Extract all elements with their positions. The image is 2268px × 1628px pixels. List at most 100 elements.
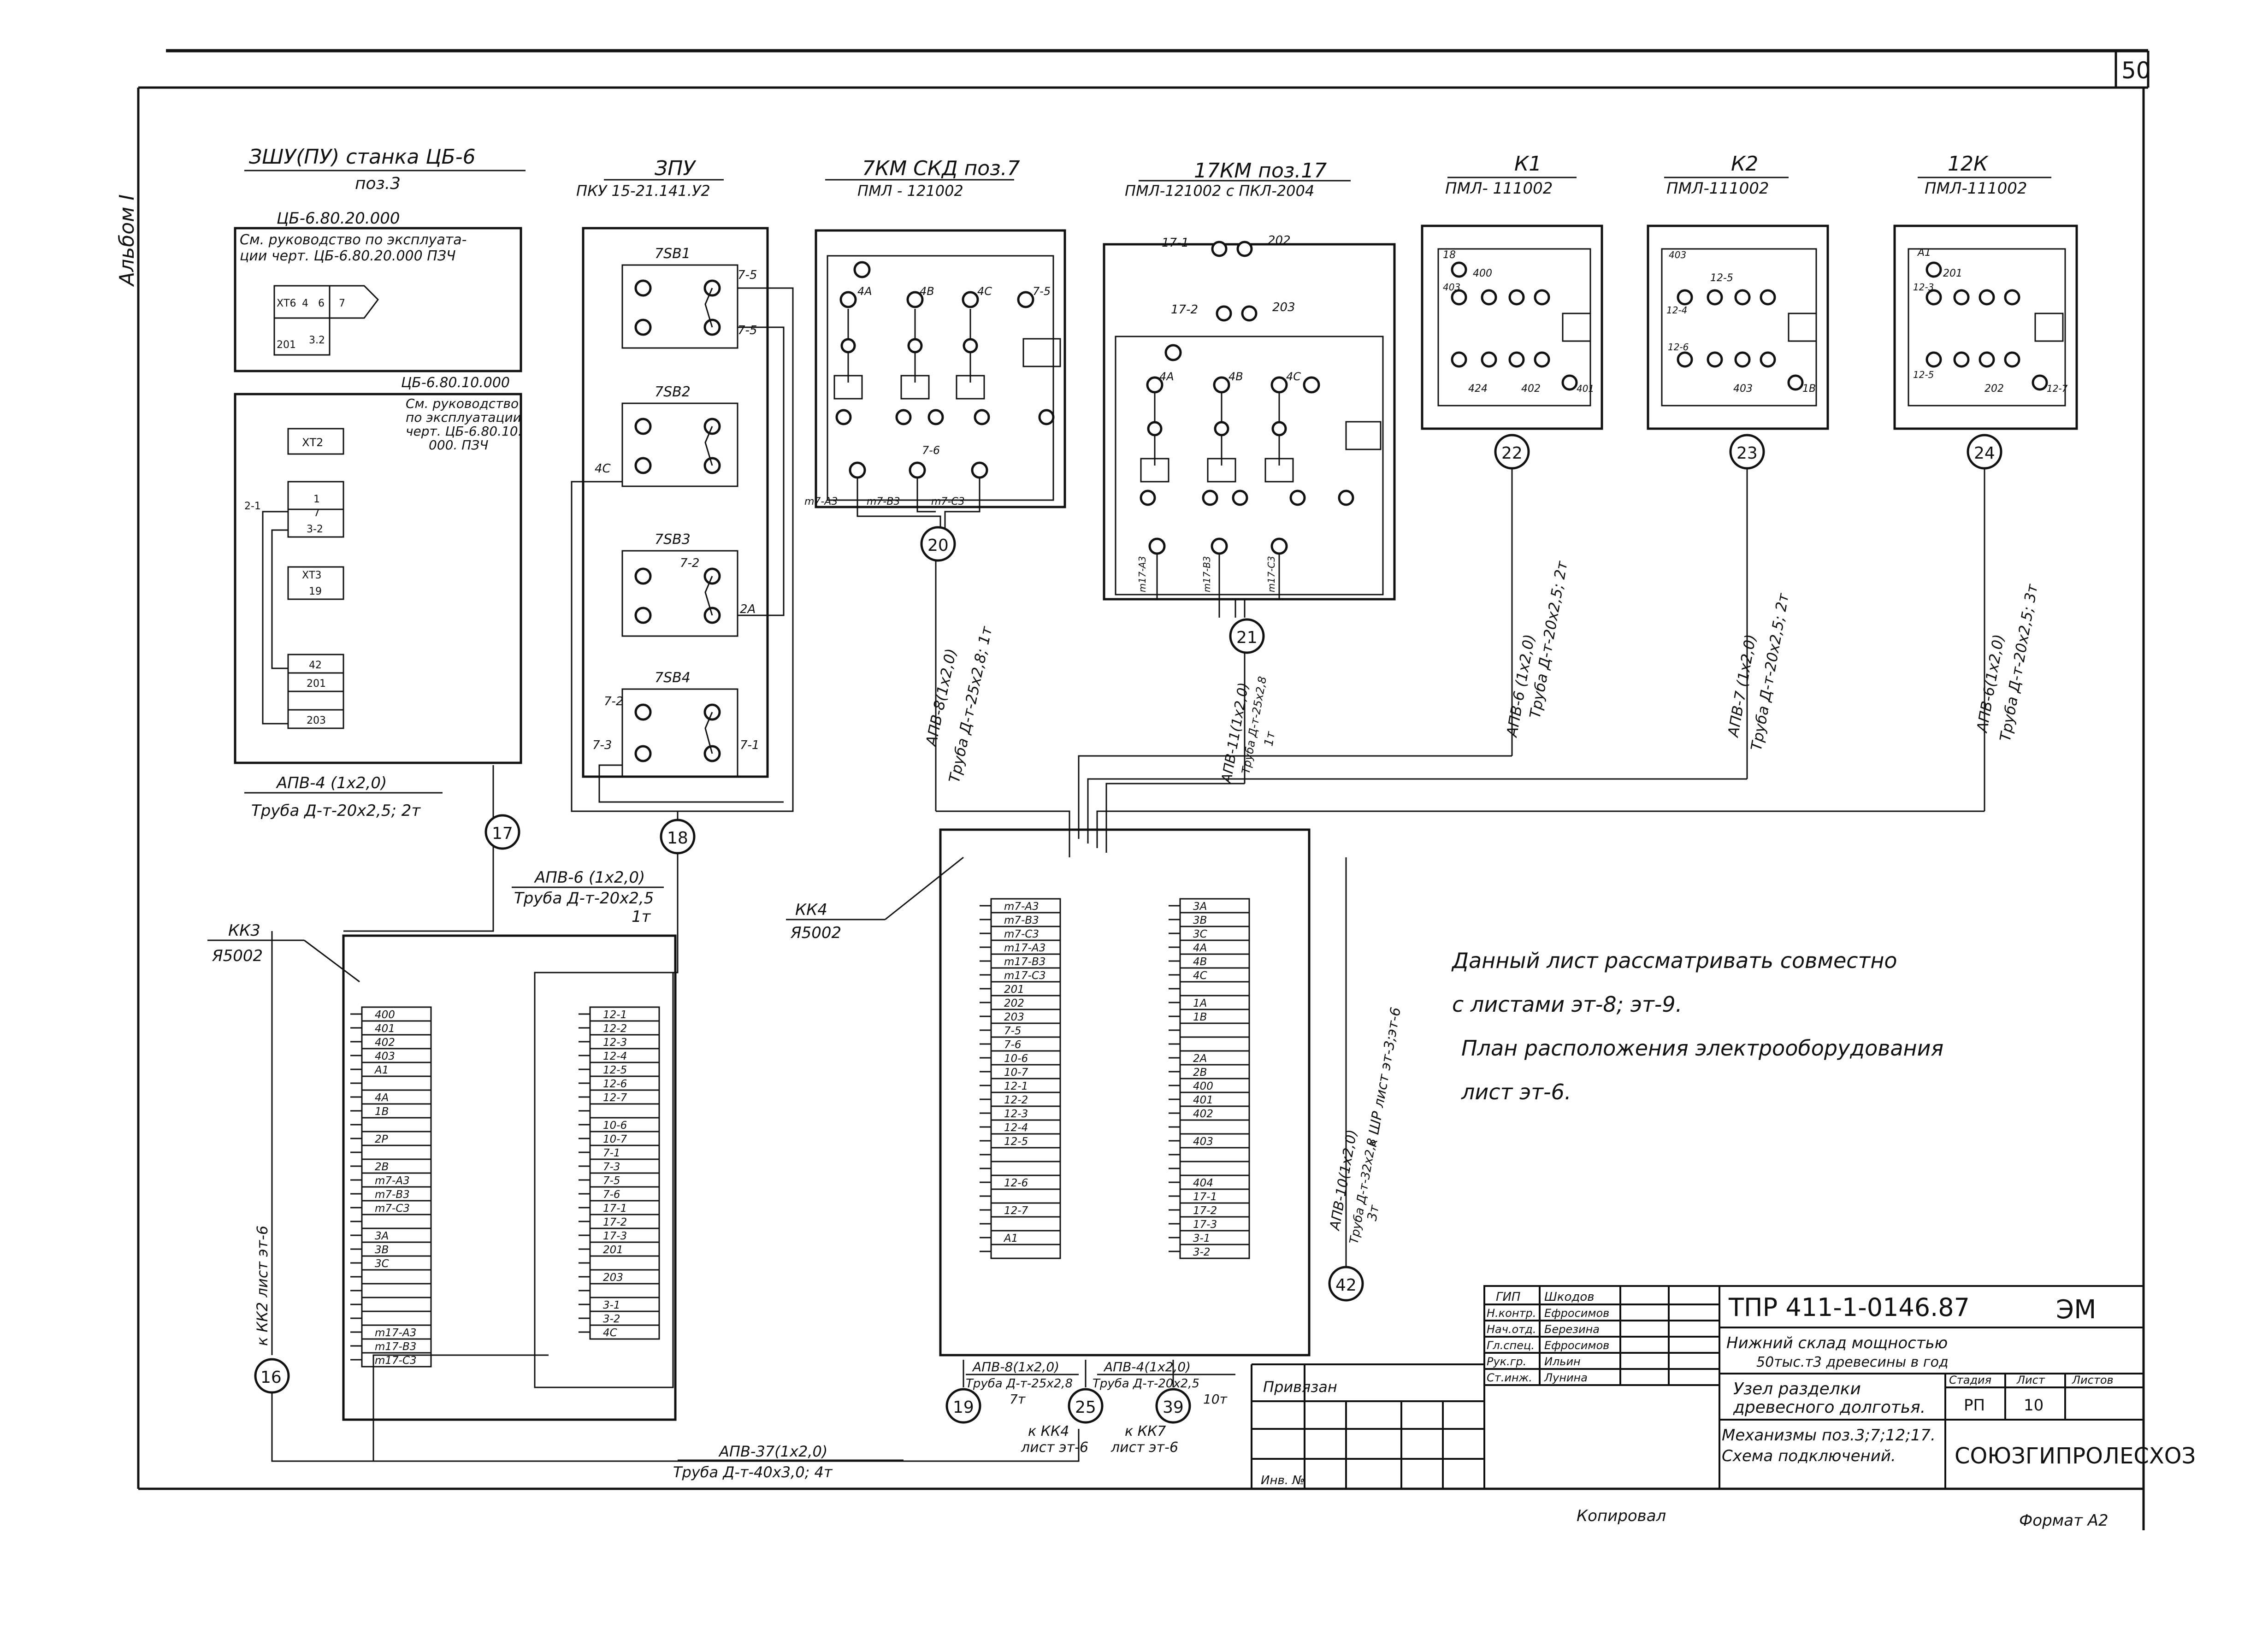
kk4-right-label-8: 1В	[1193, 1011, 1207, 1023]
kk3-label: КК3	[228, 921, 260, 940]
zshu-term-b-0: ХТ2	[302, 436, 323, 449]
kk3-right-cell-21	[589, 1297, 660, 1312]
role-1: Н.контр.	[1487, 1307, 1536, 1320]
kk4-right-label-4: 4В	[1193, 956, 1207, 968]
cable-bottom-pipe: Труба Д-т-40х3,0; 4т	[673, 1463, 833, 1481]
box-kk3: КК3 Я5002	[207, 921, 677, 1421]
k1-model: ПМЛ- 111002	[1445, 179, 1553, 198]
note-line-3: План расположения электрооборудования	[1461, 1036, 1943, 1061]
km17-label-6: 4С	[1286, 370, 1301, 383]
role-4: Рук.гр.	[1487, 1355, 1526, 1368]
mech-a: Механизмы поз.3;7;12;17.	[1722, 1426, 1936, 1445]
kk4-left-label-14: 12-2	[1004, 1094, 1028, 1106]
k12-label-4: 202	[1984, 383, 2004, 395]
k2-label-5: 1В	[1802, 383, 1816, 395]
k1-label-2: 403	[1443, 282, 1460, 293]
cable-18-pipe: Труба Д-т-20х2,5	[514, 889, 654, 908]
name-0: Шкодов	[1544, 1290, 1595, 1304]
role-5: Ст.инж.	[1487, 1371, 1532, 1384]
k12-title: 12К	[1948, 152, 1989, 176]
kk4-right-cell-14	[1179, 1091, 1250, 1107]
svg-text:22: 22	[1501, 444, 1523, 463]
kk4-left-cell-21	[990, 1188, 1061, 1204]
name-4: Ильин	[1544, 1355, 1581, 1368]
zshu-note1a: См. руководство по эксплуата-	[240, 232, 467, 248]
kk3-left-label-14: m7-C3	[375, 1203, 410, 1215]
kk3-left-cell-15	[361, 1214, 432, 1229]
kk4-right-label-22: 17-2	[1193, 1205, 1217, 1217]
name-3: Ефросимов	[1544, 1339, 1609, 1352]
kk4-left-cell-23	[990, 1216, 1061, 1232]
node-42: 42	[1328, 1266, 1364, 1302]
node-22: 22	[1494, 434, 1530, 470]
kk4-right-label-20: 404	[1193, 1177, 1213, 1189]
zshu-term-a-4: 3.2	[309, 335, 325, 346]
k2-label-1: 12-5	[1710, 272, 1733, 284]
kk4-right-cell-13	[1179, 1078, 1250, 1093]
k1-title: К1	[1514, 152, 1542, 176]
kk4-left-label-8: 203	[1004, 1011, 1024, 1023]
km7-label-7: m7-C3	[931, 496, 965, 507]
kk4-type: Я5002	[790, 924, 841, 942]
svg-text:18: 18	[667, 829, 688, 848]
k1-label-5: 401	[1577, 383, 1594, 394]
kk3-left-label-16: 3А	[375, 1230, 389, 1242]
k2-label-0: 403	[1669, 249, 1686, 260]
paper-format: Формат А2	[2019, 1511, 2109, 1530]
kk4-right-cell-19	[1179, 1161, 1250, 1176]
k12-label-0: А1	[1917, 247, 1931, 259]
panel-12k: 12К ПМЛ-111002 А1 201 12-3 12-5 202 12-7	[1893, 152, 2078, 430]
zpu-model: ПКУ 15-21.141.У2	[576, 182, 710, 200]
zshu-note2b: по эксплуатации	[406, 410, 521, 425]
page-number: 50	[2121, 57, 2151, 84]
panel-zpu: ЗПУ ПКУ 15-21.141.У2 7SB1 7SB2 7SB3 7SB4…	[571, 157, 794, 812]
kk4-right-cell-3	[1179, 939, 1250, 955]
k12-label-2: 12-3	[1913, 282, 1934, 293]
km17-label-1: 202	[1268, 234, 1291, 248]
kk4-left-label-3: m17-A3	[1004, 942, 1045, 954]
node-20: 20	[920, 526, 956, 562]
kk4-right-label-13: 400	[1193, 1080, 1213, 1092]
zshu-note2a: См. руководство	[406, 396, 519, 411]
box-kk4: КК4 Я5002	[786, 828, 1311, 1357]
svg-text:39: 39	[1163, 1398, 1184, 1417]
kk3-left-label-25: m17-C3	[375, 1355, 417, 1367]
kk3-left-cell-17	[361, 1241, 432, 1257]
kk3-right-label-4: 12-5	[603, 1064, 627, 1076]
kk3-right-label-23: 4С	[603, 1327, 617, 1339]
kk4-right-cell-7	[1179, 995, 1250, 1010]
k12-label-3: 12-5	[1913, 369, 1934, 380]
panel-zshu: ЗШУ(ПУ) станка ЦБ-6 поз.3 ЦБ-6.80.20.000…	[234, 145, 526, 764]
svg-text:20: 20	[927, 536, 949, 555]
zpu-button-2: 7SB2	[655, 384, 691, 400]
kk4-left-cell-10	[990, 1036, 1061, 1052]
k1-label-1: 400	[1473, 268, 1492, 279]
k2-model: ПМЛ-111002	[1666, 179, 1769, 198]
kk3-left-label-3: 403	[375, 1050, 395, 1062]
kk3-right-label-17: 201	[603, 1244, 623, 1256]
k2-label-4: 403	[1733, 383, 1753, 395]
role-2: Нач.отд.	[1487, 1323, 1536, 1336]
copied-by: Копировал	[1577, 1507, 1666, 1525]
kk3-right-label-5: 12-6	[603, 1078, 627, 1090]
kk3-left-cell-0	[361, 1006, 432, 1022]
kk3-left-label-13: m7-B3	[375, 1189, 410, 1201]
svg-text:25: 25	[1075, 1398, 1096, 1417]
zshu-term-a-5: 201	[277, 339, 296, 351]
kk4-ref: к КК4	[1028, 1423, 1069, 1439]
kk4-right-label-25: 3-2	[1193, 1246, 1211, 1258]
kk4-left-label-7: 202	[1004, 997, 1024, 1009]
zshu-term-b-6: 42	[309, 660, 322, 671]
zpu-label-4: 7-2	[604, 695, 623, 708]
kk3-right-label-0: 12-1	[603, 1009, 627, 1021]
kk3-left-cell-22	[361, 1310, 432, 1326]
kk7-sheet: лист эт-6	[1110, 1439, 1178, 1456]
unit-b: древесного долготья.	[1733, 1398, 1925, 1417]
name-5: Лунина	[1544, 1371, 1588, 1384]
kk3-right-cell-12	[589, 1172, 660, 1188]
kk4-left-label-10: 7-6	[1004, 1039, 1022, 1051]
cable-18-wire: АПВ-6 (1х2,0)	[534, 868, 645, 887]
kk4-left-label-13: 12-1	[1004, 1080, 1028, 1092]
kk3-right-label-15: 17-2	[603, 1216, 627, 1228]
